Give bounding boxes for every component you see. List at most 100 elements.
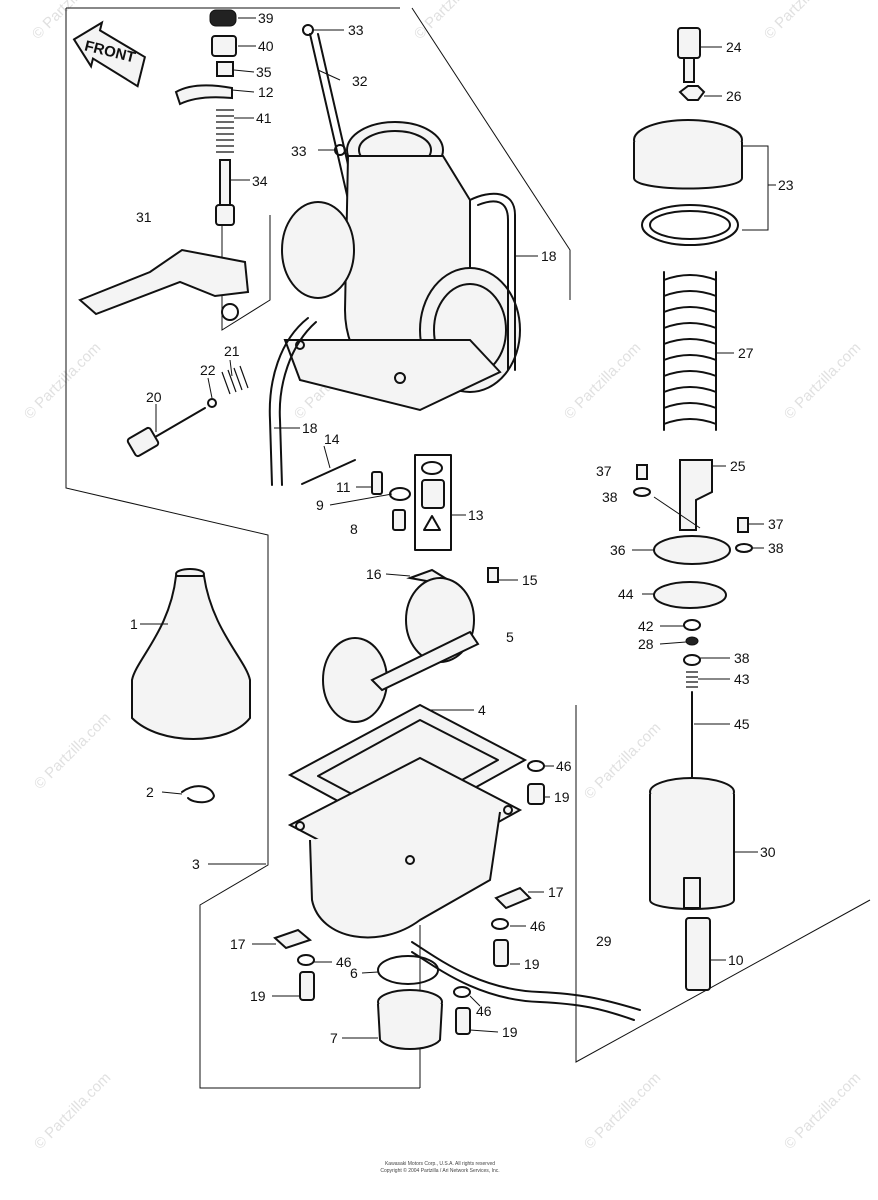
part-label: 19	[554, 789, 570, 805]
spring-41	[216, 109, 234, 153]
part-label: 1	[130, 616, 138, 632]
part-label: 8	[350, 521, 358, 537]
tube-18-left-inner	[278, 321, 317, 486]
watermark: © Partzilla.com	[31, 1069, 114, 1152]
part-label: 38	[768, 540, 784, 556]
part-label: 5	[506, 629, 514, 645]
part-label: 31	[136, 209, 152, 225]
needle-jet-13-box	[414, 454, 452, 551]
clip-33-top	[302, 24, 314, 36]
part-label: 39	[258, 10, 274, 26]
carburetor-body	[281, 121, 521, 412]
assembly-outline	[65, 7, 871, 1089]
bowl-hole	[295, 821, 305, 831]
cap-23-side	[633, 142, 743, 190]
screw-20-shaft	[149, 407, 206, 441]
part-label: 33	[348, 22, 364, 38]
float-5-arm	[370, 630, 480, 692]
part-label: 13	[468, 507, 484, 523]
jet-11	[371, 471, 383, 495]
float-assembly	[322, 567, 499, 723]
watermark: © Partzilla.com	[21, 339, 104, 422]
o-ring-6	[377, 955, 439, 985]
drain-tube-29	[411, 941, 641, 1011]
starter-plunger-assembly	[174, 9, 237, 226]
jet-10	[685, 917, 711, 991]
jet-8	[392, 509, 406, 531]
copyright-notice: Kawasaki Motors Corp., U.S.A. All rights…	[250, 1161, 630, 1175]
float-bowl-assembly	[287, 703, 528, 939]
part-label: 10	[728, 952, 744, 968]
watermark: © Partzilla.com	[31, 709, 114, 792]
washer-46-right	[491, 918, 509, 930]
nut-40	[211, 35, 237, 57]
part-label: 34	[252, 173, 268, 189]
plunger-tip	[215, 204, 235, 226]
screw-15	[487, 567, 499, 583]
tubes-18	[268, 192, 516, 486]
air-screw-assembly	[126, 365, 249, 458]
part-label: 3	[192, 856, 200, 872]
top-cap-assembly	[633, 27, 743, 246]
intake-left	[281, 201, 355, 299]
part-label: 18	[302, 420, 318, 436]
washer-46-left	[297, 954, 315, 966]
washer-38-lower	[683, 654, 701, 666]
part-label: 46	[530, 918, 546, 934]
front-arrow: FRONT	[72, 20, 147, 88]
part-label: 22	[200, 362, 216, 378]
screw-24-shaft	[683, 57, 695, 83]
part-label: 19	[502, 1024, 518, 1040]
bowl-hole	[503, 805, 513, 815]
screw-37-right	[737, 517, 749, 533]
watermark: © Partzilla.com	[411, 0, 494, 43]
body-group-line	[411, 7, 571, 300]
left-boundary-line	[65, 8, 420, 1089]
bracket-17-right	[494, 886, 532, 910]
bracket-17-left	[273, 928, 313, 950]
washer-38-left	[633, 487, 651, 497]
part-label: 26	[726, 88, 742, 104]
part-label: 19	[250, 988, 266, 1004]
part-label: 41	[256, 110, 272, 126]
part-label: 16	[366, 566, 382, 582]
part-label: 46	[336, 954, 352, 970]
needle-jet-13-arrow	[423, 515, 441, 531]
bowl-hole	[405, 855, 415, 865]
starter-lever-31	[78, 248, 250, 321]
watermark: © Partzilla.com	[561, 339, 644, 422]
copyright-line: Kawasaki Motors Corp., U.S.A. All rights…	[384, 1161, 496, 1167]
watermark: © Partzilla.com	[581, 1069, 664, 1152]
part-label: 24	[726, 39, 742, 55]
screw-20-head	[126, 426, 160, 458]
gasket-23-inner	[649, 210, 731, 240]
slide-30-body	[649, 794, 735, 910]
part-label: 17	[548, 884, 564, 900]
clip-33-mid	[334, 144, 346, 156]
spring-27	[663, 271, 717, 431]
tube-18-left	[268, 317, 309, 486]
tube-18-right-inner	[477, 200, 509, 371]
plate-36	[653, 535, 731, 565]
part-label: 37	[768, 516, 784, 532]
part-label: 14	[324, 431, 340, 447]
part-label: 28	[638, 636, 654, 652]
front-arrow-shape	[72, 20, 147, 88]
washer-42	[683, 619, 701, 631]
washer-9	[389, 487, 411, 501]
screw-37-left	[636, 464, 648, 480]
part-label: 35	[256, 64, 272, 80]
plug-7-body	[377, 1003, 443, 1050]
nut-26	[678, 85, 706, 101]
needle-jet-13-ring	[421, 461, 443, 475]
part-label: 23	[778, 177, 794, 193]
boot-1-body	[131, 575, 251, 740]
bowl-3-body	[309, 811, 501, 939]
part-label: 11	[336, 479, 351, 495]
part-label: 4	[478, 702, 486, 718]
screw-19	[527, 783, 545, 805]
part-label: 20	[146, 389, 162, 405]
plunger-34	[219, 159, 231, 206]
